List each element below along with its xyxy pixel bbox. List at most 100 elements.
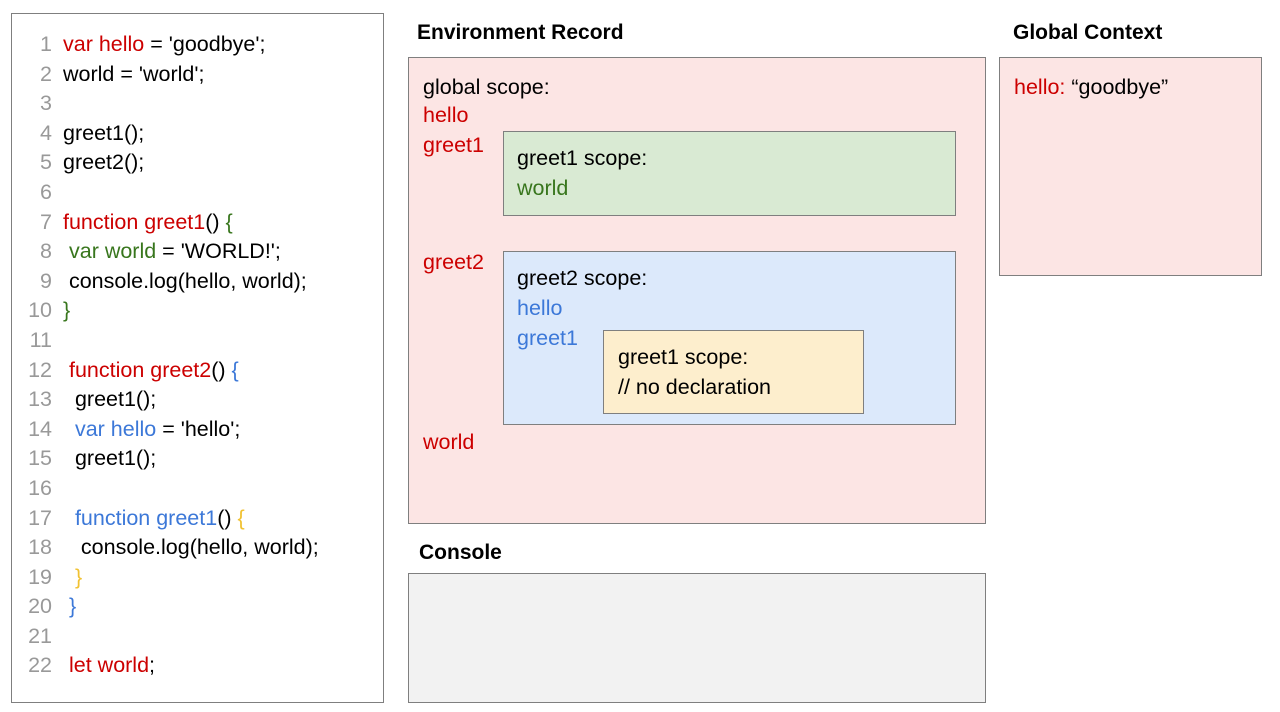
code-token: } (68, 594, 77, 619)
code-line-text: greet2(); (52, 148, 144, 178)
code-token (63, 565, 75, 589)
code-line: 12 function greet2() { (12, 356, 383, 386)
code-line-text: function greet1() { (52, 208, 233, 238)
code-line-number: 12 (28, 357, 52, 382)
code-token: { (225, 209, 233, 234)
code-line-number: 10 (28, 298, 52, 323)
code-line-number: 15 (28, 446, 52, 471)
code-line-number: 3 (40, 91, 52, 116)
global-scope-var-hello: hello (423, 103, 469, 127)
code-line-text: console.log(hello, world); (52, 267, 307, 297)
code-token (63, 506, 75, 530)
code-line-number: 9 (40, 268, 52, 293)
code-line-text: } (52, 296, 70, 326)
global-context-heading: Global Context (1013, 21, 1163, 44)
greet2-scope-box: greet2 scope: hello greet1 greet1 scope:… (503, 251, 956, 425)
code-line: 4 greet1(); (12, 119, 383, 149)
greet2-scope-var-greet1: greet1 (517, 326, 578, 350)
code-token: () (205, 209, 226, 234)
code-line-number: 2 (40, 61, 52, 86)
code-token: = 'WORLD!'; (156, 239, 281, 264)
environment-record-box: global scope: hello greet1 greet2 world … (408, 57, 986, 524)
code-token: function greet2 (68, 357, 212, 382)
code-token: console.log(hello, world); (63, 268, 307, 293)
code-line: 3 (12, 89, 383, 119)
code-line-number: 7 (40, 209, 52, 234)
code-line-number: 1 (40, 32, 52, 56)
code-line: 10} (12, 296, 383, 326)
code-token: function greet1 (74, 505, 218, 530)
code-line-text: console.log(hello, world); (52, 533, 319, 563)
global-context-entry: hello: “goodbye” (1014, 75, 1168, 100)
code-line-text: var world = 'WORLD!'; (52, 237, 281, 267)
global-scope-title: global scope: (423, 75, 550, 99)
code-line: 19 } (12, 563, 383, 593)
code-line: 9 console.log(hello, world); (12, 267, 383, 297)
code-line-text: greet1(); (52, 385, 156, 415)
greet1-inner-scope-box: greet1 scope: // no declaration (603, 330, 864, 414)
code-line-text: greet1(); (52, 444, 156, 474)
code-line: 20 } (12, 592, 383, 622)
code-token: = 'goodbye'; (144, 32, 266, 56)
code-token: var world (68, 239, 157, 264)
code-line-number: 4 (40, 120, 52, 145)
code-line-text: function greet2() { (52, 356, 239, 386)
code-line-number: 18 (28, 535, 52, 560)
global-context-entry-key: hello: (1014, 75, 1066, 99)
code-token: () (211, 357, 232, 382)
console-heading: Console (419, 541, 502, 564)
code-line-text: var hello = 'hello'; (52, 415, 240, 445)
code-token: } (63, 298, 71, 323)
global-context-box: hello: “goodbye” (999, 57, 1262, 276)
code-line-text: } (52, 592, 76, 622)
code-line: 2 world = 'world'; (12, 60, 383, 90)
environment-record-heading: Environment Record (417, 21, 624, 44)
code-token: console.log(hello, world); (63, 535, 319, 560)
code-token: var hello (63, 32, 145, 56)
code-token: () (217, 505, 238, 530)
greet1-inner-scope-title: greet1 scope: (618, 345, 749, 369)
code-line-number: 11 (29, 327, 52, 352)
code-token: greet1(); (63, 120, 145, 145)
code-line-number: 20 (28, 594, 52, 619)
greet2-scope-var-hello: hello (517, 296, 563, 320)
code-token: = 'hello'; (156, 416, 241, 441)
code-line: 11 (12, 326, 383, 356)
code-editor-panel[interactable]: 1 var hello = 'goodbye'; 2 world = 'world';… (11, 13, 384, 703)
code-line: 22 let world; (12, 651, 383, 681)
greet1-scope-title: greet1 scope: (517, 146, 648, 170)
code-line: 13 greet1(); (12, 385, 383, 415)
code-token: world = 'world'; (63, 61, 205, 86)
code-line: 8 var world = 'WORLD!'; (12, 237, 383, 267)
code-line-number: 14 (28, 416, 52, 441)
global-scope-var-world: world (423, 430, 475, 454)
code-token: var hello (74, 416, 157, 441)
code-line-number: 22 (28, 653, 52, 678)
code-line-text: function greet1() { (52, 504, 245, 534)
code-line-text: greet1(); (52, 119, 144, 149)
code-line-text: let world; (52, 651, 155, 681)
code-line: 17 function greet1() { (12, 504, 383, 534)
code-token: } (74, 564, 83, 589)
greet2-scope-title: greet2 scope: (517, 266, 648, 290)
code-line-number: 19 (28, 564, 52, 589)
code-token: { (237, 505, 245, 530)
global-scope-var-greet2: greet2 (423, 250, 484, 274)
code-line-number: 5 (40, 150, 52, 175)
code-token (63, 417, 75, 441)
code-line-number: 21 (28, 623, 52, 648)
greet1-scope-box: greet1 scope: world (503, 131, 956, 216)
global-scope-var-greet1: greet1 (423, 133, 484, 157)
code-token: greet1(); (63, 387, 157, 412)
code-line: 1 var hello = 'goodbye'; (12, 30, 383, 60)
code-line: 14 var hello = 'hello'; (12, 415, 383, 445)
global-context-entry-value: “goodbye” (1071, 75, 1169, 99)
console-output-box[interactable] (408, 573, 986, 703)
code-line-number: 17 (28, 505, 52, 530)
code-line-text: world = 'world'; (52, 60, 204, 90)
code-line-number: 6 (40, 179, 52, 204)
code-line-text: } (52, 563, 82, 593)
greet1-inner-scope-note: // no declaration (618, 375, 771, 399)
